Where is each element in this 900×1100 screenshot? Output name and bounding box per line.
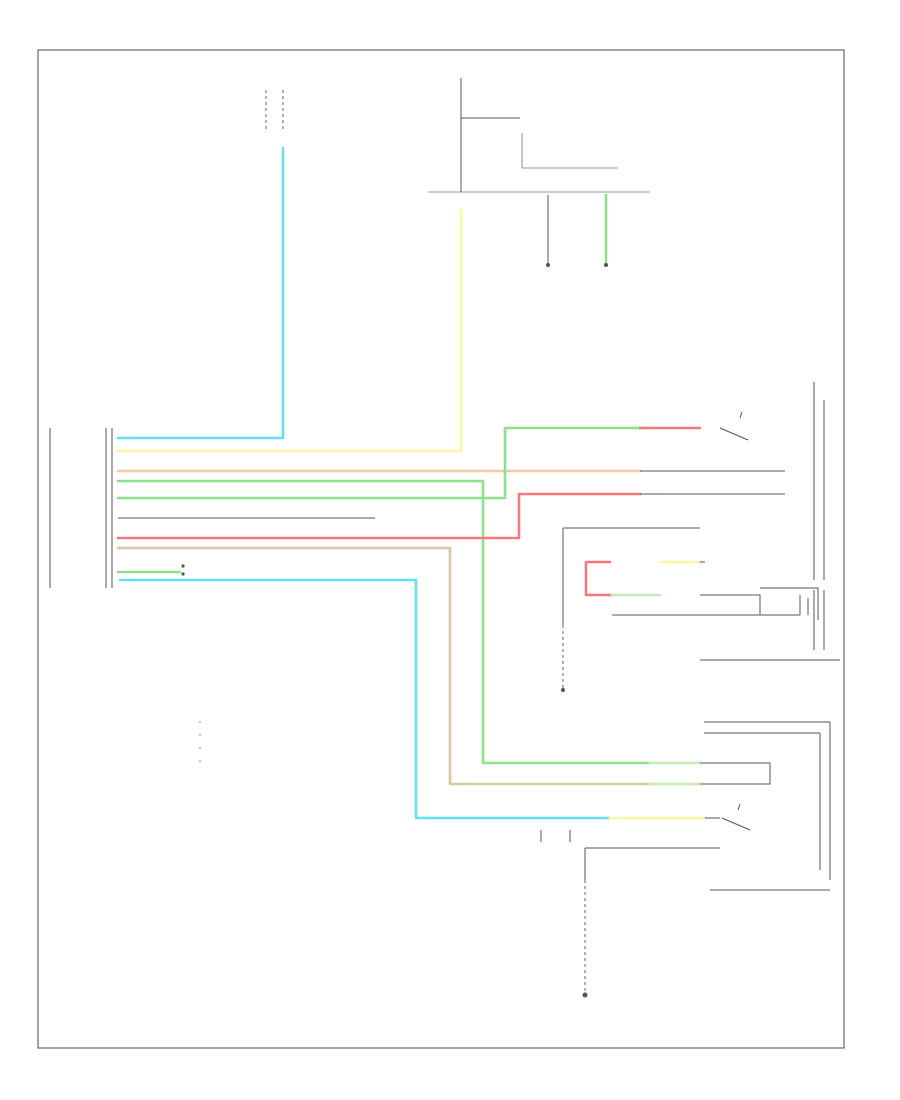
ground-point-sensor-left: [546, 263, 550, 267]
diagram-frame: [37, 49, 845, 1049]
legend-markers: [199, 721, 201, 762]
ground-point-bottom: [582, 992, 588, 998]
wire-blue-lower: [118, 578, 612, 820]
right-bracket-upper: [813, 382, 825, 580]
wire-black-right-switch-1: [700, 762, 771, 785]
switch-lower: [721, 803, 751, 831]
fuse-dash-top: [265, 90, 284, 130]
switch-upper: [719, 411, 749, 441]
ground-point-sensor-right: [604, 263, 608, 267]
ground-point-mid: [561, 688, 565, 692]
right-bracket-mid: [700, 587, 840, 661]
wire-blue-top: [116, 146, 285, 440]
fuse-line-top: [460, 78, 520, 192]
wire-black-bottom: [584, 817, 720, 880]
wire-black-bottom-v2: [540, 830, 571, 842]
ground-point-left-2: [181, 572, 185, 576]
right-bracket-lower: [704, 721, 831, 891]
wire-yellow-top: [116, 208, 463, 453]
wire-red-main: [116, 492, 642, 540]
left-module-bracket: [49, 428, 113, 588]
wire-green-upper: [116, 426, 652, 500]
wire-red-loop: [584, 560, 614, 597]
wire-black-ground-drop: [562, 527, 700, 625]
ground-point-left-1: [181, 564, 185, 568]
wire-tan: [116, 546, 652, 786]
wire-black-sensor-right: [612, 561, 801, 616]
wire-green-lower: [116, 479, 652, 765]
sensor-upper-box: [521, 133, 618, 169]
